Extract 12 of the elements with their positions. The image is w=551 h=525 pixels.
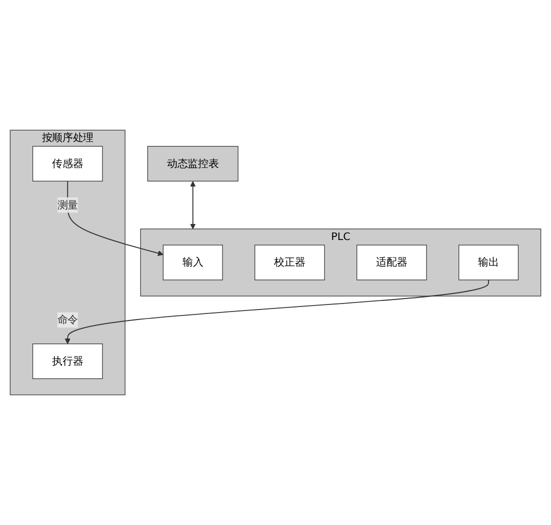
node-box: 执行器 (32, 344, 103, 380)
node-box: 输出 (458, 244, 519, 280)
node-box: 动态监控表 (147, 146, 238, 182)
node-box: 输入 (162, 244, 223, 280)
edge-label: 测量 (57, 198, 78, 211)
arrow (64, 279, 490, 344)
arrow (190, 181, 196, 230)
node-box: 传感器 (32, 146, 103, 182)
arrow (67, 180, 164, 256)
node-box: 校正器 (254, 244, 325, 280)
edge-label: 命令 (57, 314, 78, 326)
node-box: 适配器 (356, 244, 427, 280)
